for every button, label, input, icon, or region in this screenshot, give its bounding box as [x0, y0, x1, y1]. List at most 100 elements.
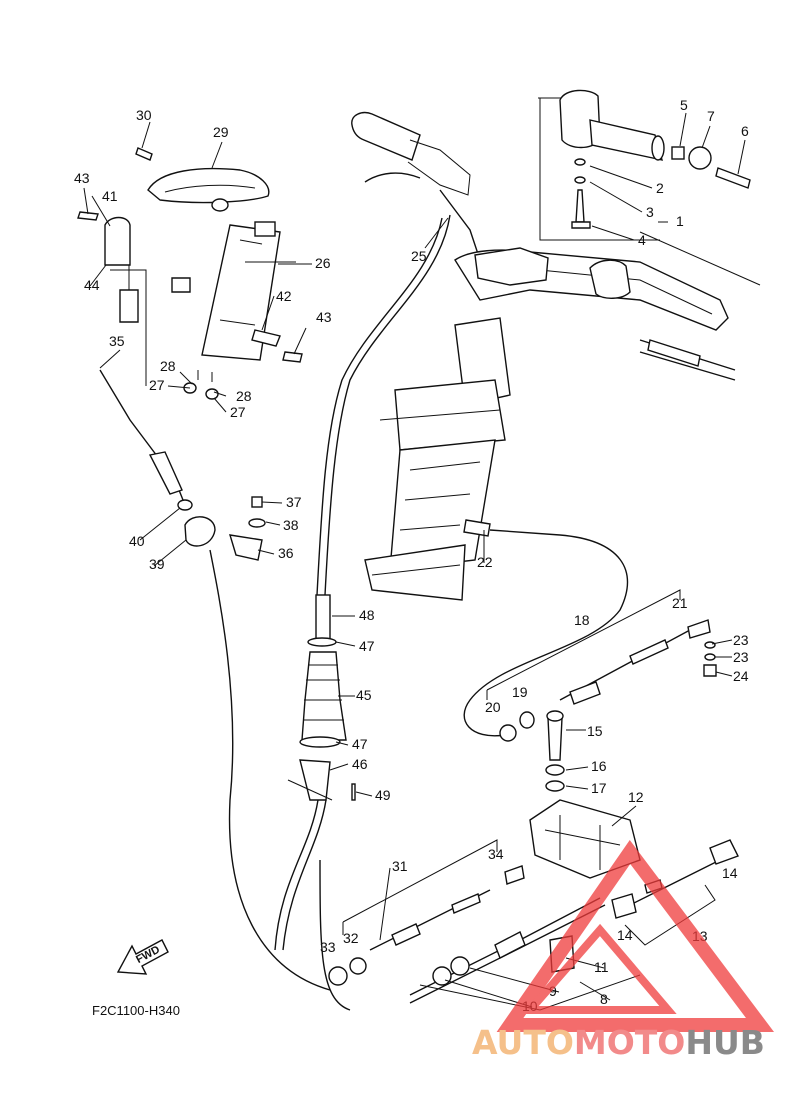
leader-line: [265, 521, 281, 526]
leader-line: [89, 264, 107, 287]
callout-25: 25: [411, 248, 427, 264]
callout-47a: 47: [359, 638, 375, 654]
leader-line: [355, 791, 373, 797]
leader-line: [715, 671, 733, 677]
callout-8: 8: [600, 991, 608, 1007]
leader-line: [91, 195, 111, 227]
callout-44: 44: [84, 277, 100, 293]
callout-23b: 23: [733, 649, 749, 665]
leader-line: [293, 327, 307, 355]
callout-30: 30: [136, 107, 152, 123]
callout-2: 2: [656, 180, 664, 196]
callout-14a: 14: [722, 865, 738, 881]
fwd-arrow-icon: [116, 939, 169, 975]
callout-45: 45: [356, 687, 372, 703]
callout-43b: 43: [316, 309, 332, 325]
callout-18: 18: [574, 612, 590, 628]
callout-16: 16: [591, 758, 607, 774]
leader-line: [257, 549, 275, 555]
callout-47b: 47: [352, 736, 368, 752]
callout-35: 35: [109, 333, 125, 349]
leader-line: [611, 805, 637, 827]
leader-line: [261, 295, 275, 331]
callout-33: 33: [320, 939, 336, 955]
callout-9: 9: [549, 983, 557, 999]
callout-6: 6: [741, 123, 749, 139]
leader-line: [213, 397, 227, 413]
leader-line: [711, 639, 733, 645]
leader-line: [83, 187, 89, 215]
callout-36: 36: [278, 545, 294, 561]
callout-12: 12: [628, 789, 644, 805]
leader-line: [213, 391, 227, 397]
throttle-grip-group: [538, 89, 761, 286]
leader-line: [565, 766, 589, 771]
callout-41: 41: [102, 188, 118, 204]
callout-28a: 28: [160, 358, 176, 374]
callout-49: 49: [375, 787, 391, 803]
callout-3: 3: [646, 204, 654, 220]
callout-7: 7: [707, 108, 715, 124]
leader-line: [211, 141, 223, 169]
callout-24: 24: [733, 668, 749, 684]
handlebar-assembly: [351, 111, 736, 601]
callout-38: 38: [283, 517, 299, 533]
throttle-cable-group: [274, 214, 451, 1011]
leader-line: [329, 763, 349, 771]
callout-5: 5: [680, 97, 688, 113]
callout-40: 40: [129, 533, 145, 549]
cable-bracket-group: [529, 710, 641, 879]
watermark-auto: AUTO: [472, 1023, 574, 1062]
watermark-logo: [496, 840, 775, 1032]
leader-line: [139, 507, 181, 541]
choke-cable-group: [99, 369, 331, 991]
callout-17: 17: [591, 780, 607, 796]
leader-line: [737, 139, 746, 175]
callout-21: 21: [672, 595, 688, 611]
leader-line: [99, 349, 121, 369]
callout-31: 31: [392, 858, 408, 874]
leader-line: [579, 981, 611, 1001]
callout-42: 42: [276, 288, 292, 304]
reverse-cable-group: [328, 839, 739, 1011]
callout-37: 37: [286, 494, 302, 510]
leader-line: [167, 385, 191, 389]
leader-line: [335, 641, 356, 647]
callout-19: 19: [512, 684, 528, 700]
callout-28b: 28: [236, 388, 252, 404]
watermark-moto: MOTO: [574, 1023, 685, 1062]
leader-line: [379, 867, 391, 941]
callout-1: 1: [676, 213, 684, 229]
leader-line: [261, 501, 283, 504]
leader-line: [701, 125, 711, 149]
leader-line: [424, 217, 449, 249]
callout-23a: 23: [733, 632, 749, 648]
watermark-text: AUTOMOTOHUB: [472, 1023, 765, 1062]
leader-line: [589, 165, 653, 189]
watermark-hub: HUB: [685, 1023, 765, 1062]
callout-34: 34: [488, 846, 504, 862]
leader-line: [153, 539, 187, 567]
callout-32: 32: [343, 930, 359, 946]
leader-line: [565, 785, 589, 790]
callout-43a: 43: [74, 170, 90, 186]
leader-line: [179, 371, 193, 385]
callout-27a: 27: [149, 377, 165, 393]
leader-line: [679, 112, 687, 147]
callout-27b: 27: [230, 404, 246, 420]
leader-line: [141, 121, 151, 149]
callout-29: 29: [213, 124, 229, 140]
callout-39: 39: [149, 556, 165, 572]
diagram-code: F2C1100-H340: [92, 1003, 180, 1018]
leader-line: [335, 741, 349, 746]
callout-11: 11: [594, 959, 609, 975]
callout-15: 15: [587, 723, 603, 739]
leader-line: [589, 181, 643, 213]
callout-14b: 14: [617, 927, 633, 943]
callout-20: 20: [485, 699, 501, 715]
callout-22: 22: [477, 554, 493, 570]
callout-26: 26: [315, 255, 331, 271]
leader-line: [591, 225, 635, 241]
callout-48: 48: [359, 607, 375, 623]
